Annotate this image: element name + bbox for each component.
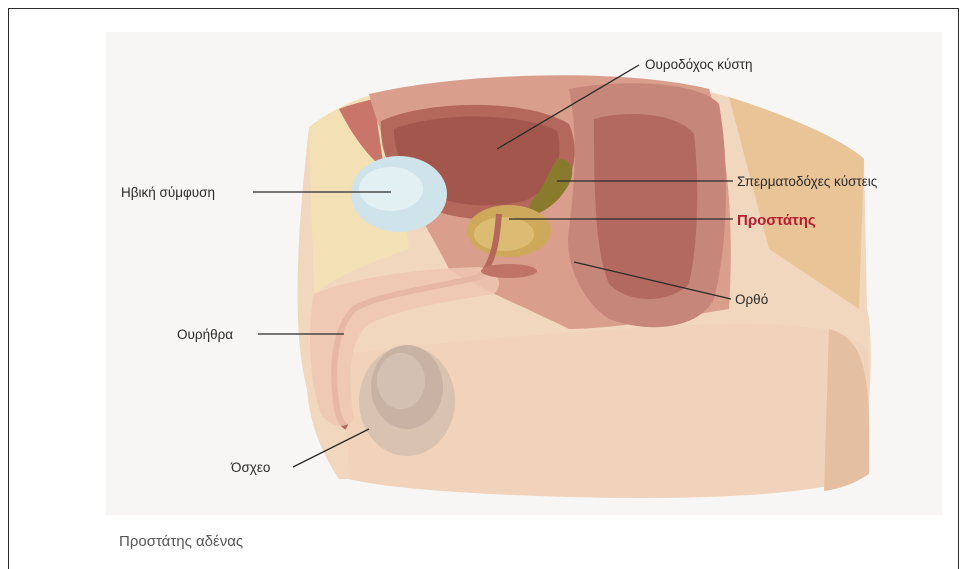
label-prostate[interactable]: Προστάτης (737, 212, 816, 229)
label-seminal-vesicles[interactable]: Σπερματοδόχες κύστεις (737, 174, 878, 189)
prostate-anatomy-illustration: Ουροδόχος κύστη Ηβική σύμφυση Σπερματοδό… (106, 32, 942, 515)
label-rectum[interactable]: Ορθό (735, 292, 768, 307)
anatomy-figure[interactable]: Ουροδόχος κύστη Ηβική σύμφυση Σπερματοδό… (106, 32, 942, 515)
figure-caption: Προστάτης αδένας (119, 533, 243, 550)
label-scrotum[interactable]: Όσχεο (230, 460, 270, 475)
testis-highlight (377, 353, 425, 409)
urethral-bulb (481, 264, 537, 278)
label-urethra[interactable]: Ουρήθρα (177, 327, 233, 342)
rectum-lumen (594, 114, 697, 299)
label-pubic-symphysis[interactable]: Ηβική σύμφυση (121, 185, 215, 200)
content-frame: Ουροδόχος κύστη Ηβική σύμφυση Σπερματοδό… (8, 8, 959, 569)
prostate-gland-inner (474, 217, 534, 251)
pubic-bone-highlight (359, 167, 423, 211)
label-bladder[interactable]: Ουροδόχος κύστη (645, 57, 753, 72)
